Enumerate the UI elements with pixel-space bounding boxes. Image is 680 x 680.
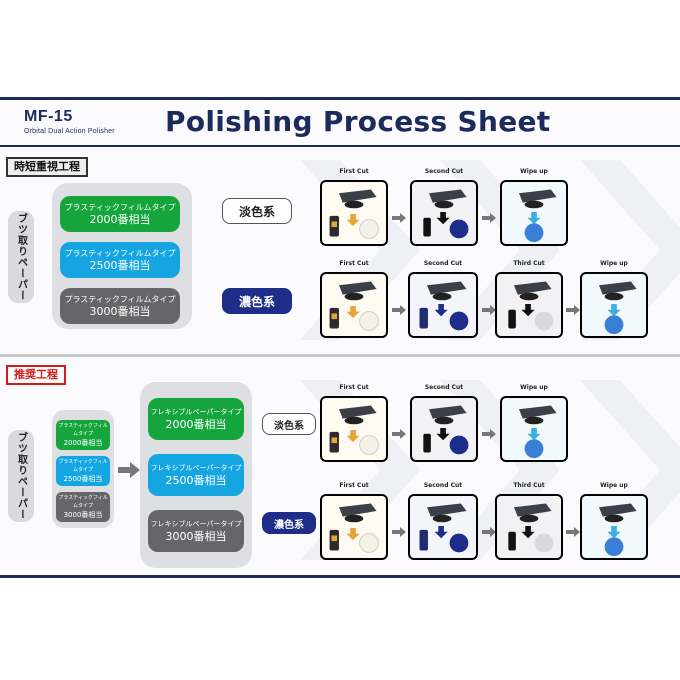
flow-arrow: [482, 208, 496, 223]
polisher-wipe-pad-icon: [518, 189, 557, 243]
step-label: Second Cut: [423, 260, 463, 267]
flow-arrow-large: [118, 462, 140, 478]
model-name: MF-15: [24, 108, 73, 125]
step-wipe-up: Wipe up: [500, 384, 568, 462]
polisher-compound-pad-icon: [423, 405, 469, 455]
polisher-compound-pad-icon: [419, 503, 469, 553]
film-grit: 2500番相当: [89, 258, 151, 272]
flex-type: フレキシブルペーパータイプ: [150, 407, 242, 416]
dark-color-chip: 濃色系: [222, 288, 292, 314]
step-third-cut: Third Cut: [495, 482, 563, 560]
polisher-compound-wool-icon: [329, 281, 379, 331]
flex-grit: 2000番相当: [165, 417, 227, 431]
step-label: Third Cut: [513, 260, 545, 267]
dark-color-chip: 濃色系: [262, 512, 316, 534]
film-type: プラスティックフィルムタイプ: [58, 423, 108, 437]
polisher-compound-pad-icon: [419, 281, 469, 331]
film-2500: プラスティックフィルムタイプ 2500番相当: [56, 456, 110, 486]
flow-arrow: [392, 208, 406, 223]
step-label: Wipe up: [520, 168, 548, 175]
flow-arrow: [392, 522, 406, 537]
polisher-compound-wool-icon: [329, 503, 379, 553]
step-label: First Cut: [339, 482, 369, 489]
side-label-text: ブツ取りペーパー: [15, 432, 27, 520]
step-second-cut: Second Cut: [408, 260, 478, 338]
film-grit: 2000番相当: [63, 439, 103, 447]
light-color-chip: 淡色系: [262, 413, 316, 435]
step-label: First Cut: [339, 384, 369, 391]
step-label: First Cut: [339, 168, 369, 175]
step-label: Second Cut: [424, 168, 464, 175]
film-type: プラスティックフィルムタイプ: [64, 294, 176, 304]
step-third-cut: Third Cut: [495, 260, 563, 338]
flex-grit: 2500番相当: [165, 473, 227, 487]
flex-grit: 3000番相当: [165, 529, 227, 543]
step-label: Wipe up: [600, 260, 628, 267]
film-grit: 3000番相当: [63, 511, 103, 519]
film-grit: 3000番相当: [89, 304, 151, 318]
film-2000: プラスティックフィルムタイプ 2000番相当: [60, 196, 180, 232]
step-first-cut: First Cut: [320, 168, 388, 246]
flow-arrow: [566, 522, 580, 537]
polisher-compound-wool-icon: [329, 189, 379, 239]
step-label: Wipe up: [520, 384, 548, 391]
polisher-wipe-pad-icon: [598, 281, 637, 335]
step-first-cut: First Cut: [320, 384, 388, 462]
step-label: Second Cut: [423, 482, 463, 489]
step-second-cut: Second Cut: [410, 384, 478, 462]
film-type: プラスティックフィルムタイプ: [58, 459, 108, 473]
film-2000: プラスティックフィルムタイプ 2000番相当: [56, 420, 110, 450]
film-grit: 2000番相当: [89, 212, 151, 226]
polisher-compound-pad-icon: [508, 503, 554, 553]
film-grit: 2500番相当: [63, 475, 103, 483]
step-label: Second Cut: [424, 384, 464, 391]
polisher-compound-pad-icon: [508, 281, 554, 331]
step-wipe-up: Wipe up: [500, 168, 568, 246]
step-second-cut: Second Cut: [408, 482, 478, 560]
flow-arrow: [392, 300, 406, 315]
polisher-compound-wool-icon: [329, 405, 379, 455]
step-label: Third Cut: [513, 482, 545, 489]
section-tag-recommended: 推奨工程: [6, 365, 66, 385]
film-type: プラスティックフィルムタイプ: [64, 202, 176, 212]
step-second-cut: Second Cut: [410, 168, 478, 246]
film-type: プラスティックフィルムタイプ: [58, 495, 108, 509]
polisher-wipe-pad-icon: [598, 503, 637, 557]
step-wipe-up: Wipe up: [580, 482, 648, 560]
section-tag-time: 時短重視工程: [6, 157, 88, 177]
step-label: First Cut: [339, 260, 369, 267]
section-divider: [0, 354, 680, 357]
step-first-cut: First Cut: [320, 482, 388, 560]
model-subtitle: Orbital Dual Action Polisher: [24, 128, 115, 135]
page-title: Polishing Process Sheet: [165, 105, 551, 138]
step-wipe-up: Wipe up: [580, 260, 648, 338]
side-label-text: ブツ取りペーパー: [15, 213, 27, 301]
flow-arrow: [482, 424, 496, 439]
side-label-pill: ブツ取りペーパー: [8, 430, 34, 522]
polisher-compound-pad-icon: [423, 189, 469, 239]
flex-type: フレキシブルペーパータイプ: [150, 519, 242, 528]
step-label: Wipe up: [600, 482, 628, 489]
process-sheet: MF-15 Orbital Dual Action Polisher Polis…: [0, 97, 680, 578]
flex-2000: フレキシブルペーパータイプ 2000番相当: [148, 398, 244, 440]
flex-3000: フレキシブルペーパータイプ 3000番相当: [148, 510, 244, 552]
light-color-chip: 淡色系: [222, 198, 292, 224]
flow-arrow: [482, 300, 496, 315]
side-label-pill: ブツ取りペーパー: [8, 211, 34, 303]
flex-2500: フレキシブルペーパータイプ 2500番相当: [148, 454, 244, 496]
polisher-wipe-pad-icon: [518, 405, 557, 459]
flow-arrow: [482, 522, 496, 537]
film-3000: プラスティックフィルムタイプ 3000番相当: [60, 288, 180, 324]
flow-arrow: [392, 424, 406, 439]
step-first-cut: First Cut: [320, 260, 388, 338]
film-2500: プラスティックフィルムタイプ 2500番相当: [60, 242, 180, 278]
flex-type: フレキシブルペーパータイプ: [150, 463, 242, 472]
film-3000: プラスティックフィルムタイプ 3000番相当: [56, 492, 110, 522]
flow-arrow: [566, 300, 580, 315]
title-rule: [0, 145, 680, 147]
film-type: プラスティックフィルムタイプ: [64, 248, 176, 258]
